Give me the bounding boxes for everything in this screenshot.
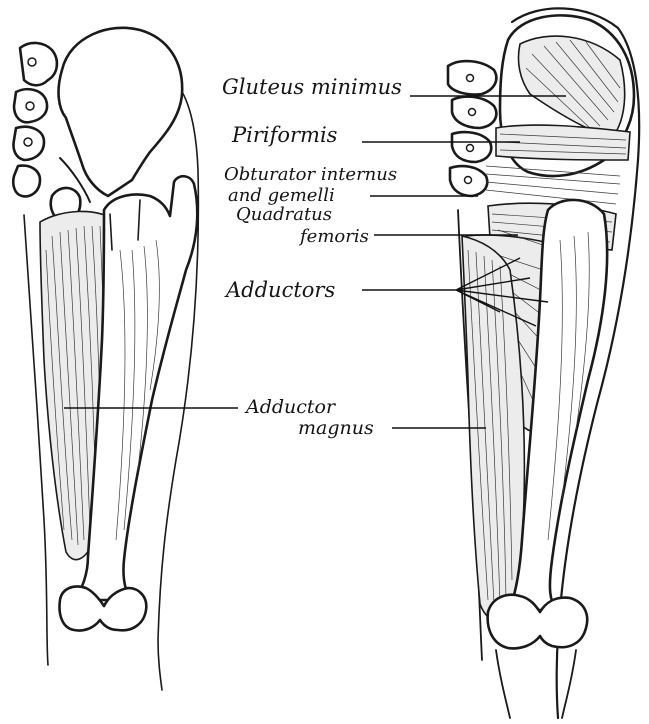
label-quadratus-line2: femoris (298, 226, 369, 247)
label-piriformis: Piriformis (231, 123, 338, 147)
right-thigh-view (448, 8, 639, 718)
right-sacrum (448, 61, 496, 196)
label-quadratus-line1: Quadratus (236, 204, 332, 225)
left-sacrum (13, 43, 57, 196)
label-adductor-magnus-line2: magnus (298, 417, 374, 439)
label-adductors: Adductors (224, 278, 335, 302)
label-obturator-line2: and gemelli (228, 185, 335, 206)
left-ilium (59, 28, 183, 196)
label-obturator-line1: Obturator internus (224, 164, 397, 185)
labels: Gluteus minimus Piriformis Obturator int… (222, 75, 402, 439)
left-thigh-view (13, 28, 198, 690)
label-gluteus-minimus: Gluteus minimus (222, 75, 402, 99)
label-adductor-magnus-line1: Adductor (244, 396, 337, 418)
